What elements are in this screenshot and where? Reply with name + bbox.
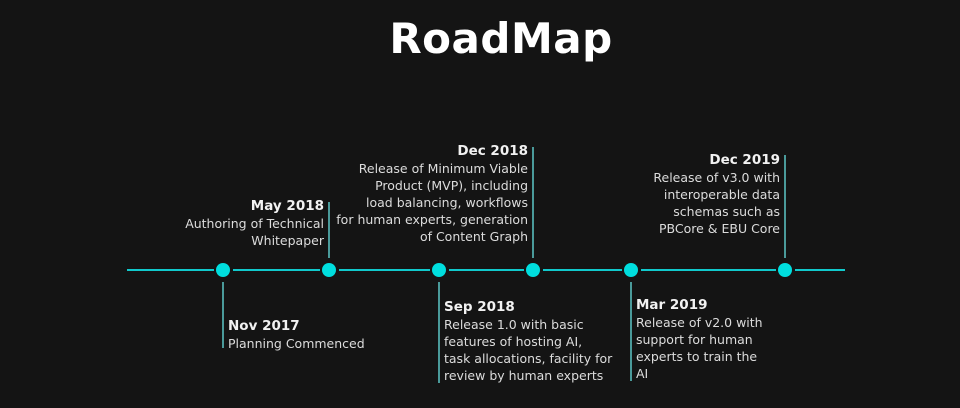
milestone-date: May 2018 (250, 198, 324, 214)
milestone-desc: Whitepaper (251, 233, 324, 248)
timeline-segment (233, 269, 320, 271)
milestone-mar-2019: Mar 2019 Release of v2.0 with support fo… (636, 297, 763, 382)
timeline-segment (795, 269, 845, 271)
milestone-desc: features of hosting AI, (444, 334, 583, 349)
milestone-dot (432, 263, 446, 277)
milestone-desc: Product (MVP), including (375, 178, 528, 193)
milestone-nov-2017: Nov 2017 Planning Commenced (228, 318, 365, 352)
milestone-dot (624, 263, 638, 277)
timeline-segment (543, 269, 622, 271)
milestone-dec-2018: Dec 2018 Release of Minimum Viable Produ… (336, 143, 528, 245)
page-title: RoadMap (389, 14, 613, 63)
milestone-date: Dec 2019 (709, 152, 780, 168)
milestone-desc: Release 1.0 with basic (444, 317, 584, 332)
timeline-segment (449, 269, 524, 271)
milestone-date: Mar 2019 (636, 297, 708, 313)
milestone-desc: Planning Commenced (228, 336, 365, 351)
milestone-desc: Release of v3.0 with (653, 170, 780, 185)
milestone-stem (784, 155, 786, 258)
milestone-sep-2018: Sep 2018 Release 1.0 with basic features… (444, 299, 612, 384)
milestone-dot (526, 263, 540, 277)
milestone-desc: AI (636, 366, 649, 381)
milestone-dot (778, 263, 792, 277)
milestone-date: Nov 2017 (228, 318, 300, 334)
milestone-dot (322, 263, 336, 277)
milestone-dot (216, 263, 230, 277)
milestone-desc: task allocations, facility for (444, 351, 613, 366)
milestone-desc: review by human experts (444, 368, 604, 383)
milestone-stem (222, 282, 224, 348)
milestone-desc: load balancing, workflows (366, 195, 528, 210)
milestone-desc: for human experts, generation (336, 212, 528, 227)
milestone-may-2018: May 2018 Authoring of Technical Whitepap… (185, 198, 324, 249)
milestone-date: Dec 2018 (457, 143, 528, 159)
milestone-desc: experts to train the (636, 349, 758, 364)
milestone-desc: Release of v2.0 with (636, 315, 763, 330)
milestone-stem (438, 282, 440, 383)
milestone-stem (630, 282, 632, 381)
milestone-desc: of Content Graph (419, 229, 528, 244)
timeline-segment (641, 269, 776, 271)
milestone-desc: PBCore & EBU Core (658, 221, 780, 236)
milestone-desc: schemas such as (673, 204, 780, 219)
timeline-segment (127, 269, 214, 271)
milestone-date: Sep 2018 (444, 299, 515, 315)
milestone-desc: Release of Minimum Viable (358, 161, 528, 176)
milestone-dec-2019: Dec 2019 Release of v3.0 with interopera… (653, 152, 780, 237)
milestone-stem (328, 202, 330, 258)
milestone-desc: interoperable data (663, 187, 780, 202)
milestone-desc: support for human (636, 332, 753, 347)
timeline-segment (339, 269, 430, 271)
milestone-stem (532, 147, 534, 258)
milestone-desc: Authoring of Technical (185, 216, 324, 231)
